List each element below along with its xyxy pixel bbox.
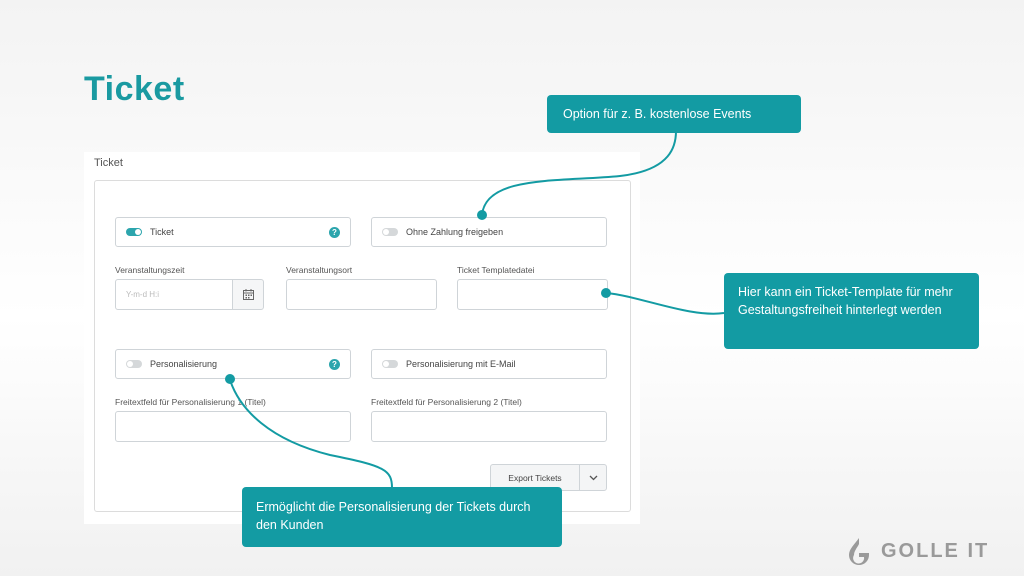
veranstaltungszeit-placeholder: Y-m-d H:i — [126, 290, 160, 299]
ticket-template-input[interactable] — [457, 279, 608, 310]
freitext2-label: Freitextfeld für Personalisierung 2 (Tit… — [371, 397, 522, 407]
chevron-down-icon — [589, 475, 597, 480]
section-heading: Ticket — [94, 157, 123, 169]
ohne-zahlung-switch[interactable] — [382, 228, 398, 236]
personalisierung-toggle-label: Personalisierung — [150, 359, 218, 369]
calendar-button[interactable] — [232, 279, 264, 310]
ticket-switch[interactable] — [126, 228, 142, 236]
connector-personalisierung — [229, 379, 393, 489]
help-icon[interactable]: ? — [329, 359, 340, 370]
export-dropdown-toggle[interactable] — [579, 464, 607, 491]
ohne-zahlung-toggle-label: Ohne Zahlung freigeben — [406, 227, 504, 237]
page-title: Ticket — [84, 70, 185, 108]
veranstaltungsort-input[interactable] — [286, 279, 437, 310]
marker-template — [601, 288, 611, 298]
personalisierung-switch[interactable] — [126, 360, 142, 368]
callout-template: Hier kann ein Ticket-Template für mehr G… — [724, 273, 979, 349]
callout-personalisierung: Ermöglicht die Personalisierung der Tick… — [242, 487, 562, 547]
ohne-zahlung-toggle-row[interactable]: Ohne Zahlung freigeben — [371, 217, 607, 247]
personalisierung-email-toggle-row[interactable]: Personalisierung mit E-Mail — [371, 349, 607, 379]
personalisierung-email-switch[interactable] — [382, 360, 398, 368]
freitext1-label: Freitextfeld für Personalisierung 1 (Tit… — [115, 397, 266, 407]
connector-template — [605, 292, 725, 315]
ticket-panel: Ticket Ticket ? Ohne Zahlung freigeben V… — [84, 152, 640, 524]
golle-logo-icon — [849, 538, 869, 565]
ticket-toggle-label: Ticket — [150, 227, 174, 237]
veranstaltungszeit-label: Veranstaltungszeit — [115, 265, 185, 275]
brand-logo: GOLLE IT — [845, 536, 989, 566]
veranstaltungszeit-input[interactable]: Y-m-d H:i — [115, 279, 233, 310]
calendar-icon — [242, 289, 254, 300]
personalisierung-email-toggle-label: Personalisierung mit E-Mail — [406, 359, 516, 369]
freitext2-input[interactable] — [371, 411, 607, 442]
callout-ohne-zahlung: Option für z. B. kostenlose Events — [547, 95, 801, 133]
ticket-settings-card: Ticket ? Ohne Zahlung freigeben Veransta… — [94, 180, 631, 512]
marker-personalisierung — [225, 374, 235, 384]
help-icon[interactable]: ? — [329, 227, 340, 238]
ticket-template-label: Ticket Templatedatei — [457, 265, 535, 275]
ticket-toggle-row[interactable]: Ticket ? — [115, 217, 351, 247]
marker-ohne-zahlung — [477, 210, 487, 220]
veranstaltungsort-label: Veranstaltungsort — [286, 265, 353, 275]
freitext1-input[interactable] — [115, 411, 351, 442]
brand-name: GOLLE IT — [881, 539, 990, 562]
connector-ohne-zahlung — [481, 130, 677, 216]
